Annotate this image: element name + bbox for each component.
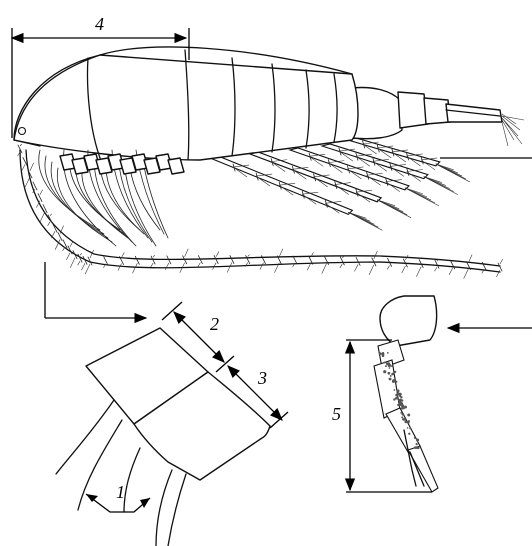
leg-detail: 5 xyxy=(332,296,532,492)
antennule-pointer xyxy=(45,262,146,318)
label-1: 1 xyxy=(116,482,125,502)
prosome xyxy=(14,47,358,160)
caudal-setae xyxy=(502,114,524,146)
segment-detail: 2 3 1 xyxy=(56,302,288,546)
label-2: 2 xyxy=(210,314,219,334)
label-3: 3 xyxy=(257,368,267,388)
label-4: 4 xyxy=(95,14,104,34)
label-5: 5 xyxy=(332,404,341,424)
urosome xyxy=(352,88,524,147)
body-drawing xyxy=(14,47,524,279)
